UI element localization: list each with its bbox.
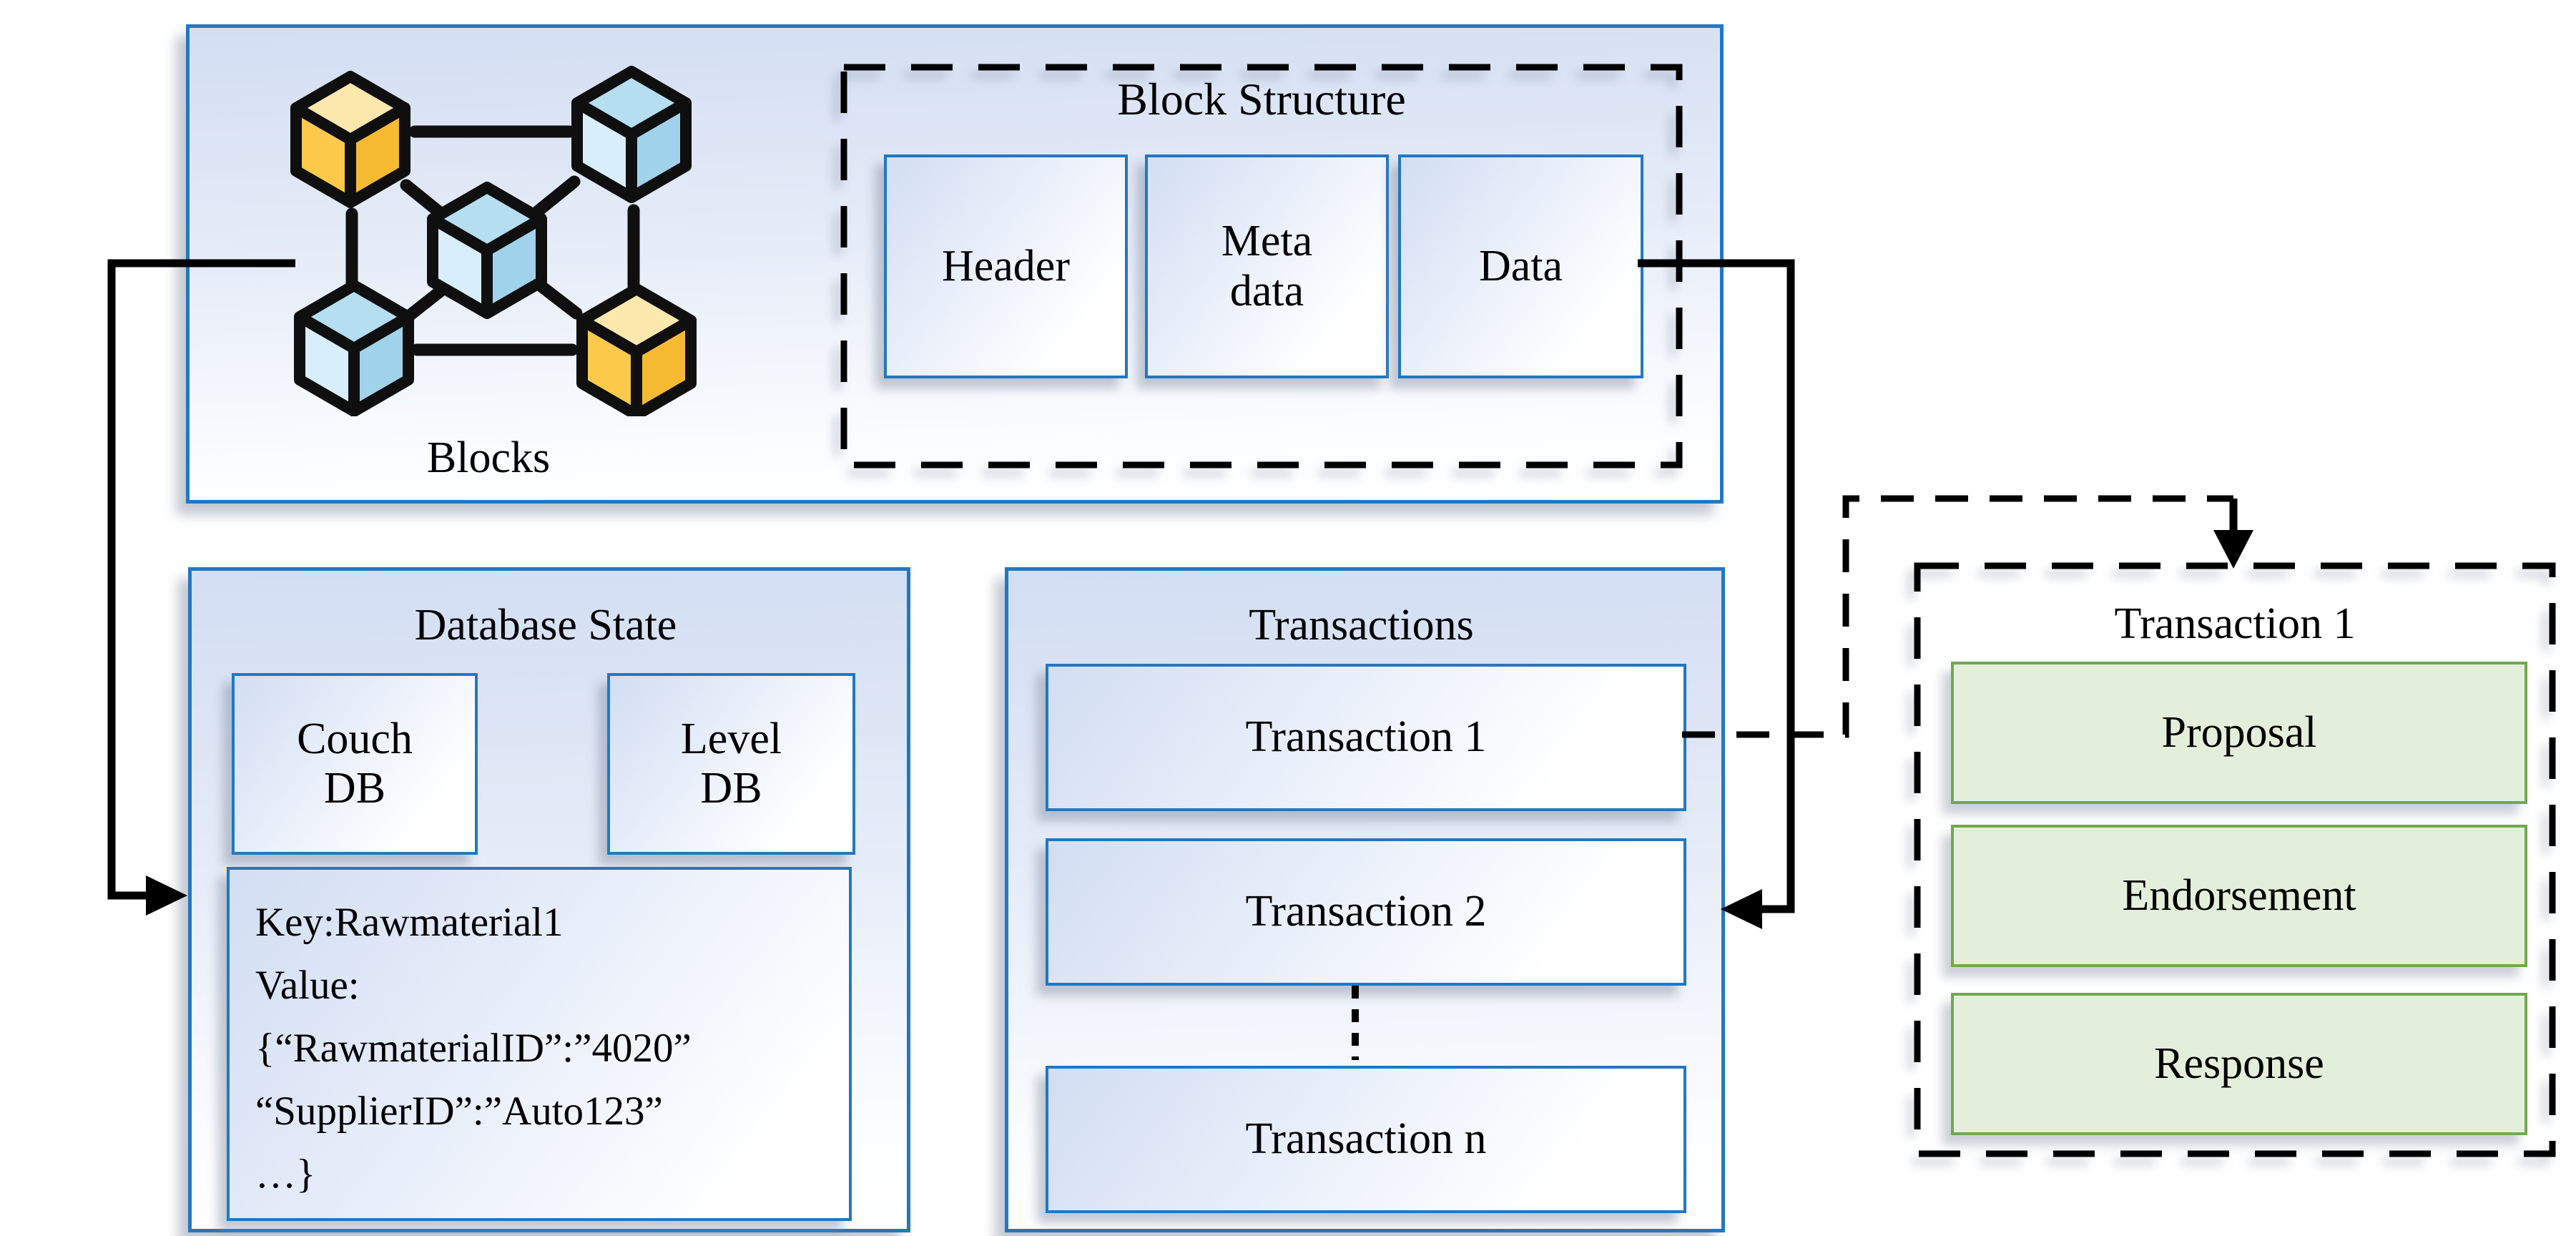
endorsement-box: Endorsement [1951, 825, 2527, 967]
database-state-title: Database State [414, 601, 677, 649]
header-label: Header [942, 241, 1070, 290]
transaction-detail-title: Transaction 1 [2114, 599, 2356, 648]
endorsement-label: Endorsement [2122, 870, 2356, 920]
state-record-box: Key:Rawmaterial1 Value: {“RawmaterialID”… [227, 867, 852, 1221]
transaction-1-box: Transaction 1 [1046, 664, 1686, 811]
blocks-network-icon [290, 66, 697, 416]
metadata-box: Meta data [1145, 154, 1389, 378]
couchdb-box: Couch DB [232, 673, 478, 855]
response-box: Response [1951, 993, 2527, 1135]
transaction-2-label: Transaction 2 [1245, 887, 1487, 936]
couchdb-label: Couch DB [297, 714, 413, 813]
arrowhead-into-transaction2 [1721, 889, 1762, 929]
proposal-label: Proposal [2161, 707, 2317, 757]
metadata-label: Meta data [1221, 217, 1313, 315]
transactions-title: Transactions [1249, 601, 1474, 649]
transaction-2-box: Transaction 2 [1046, 838, 1686, 986]
cube-blue-bottom-left [294, 280, 414, 416]
data-box: Data [1398, 154, 1643, 378]
data-label: Data [1478, 241, 1563, 290]
link-diag-br [533, 278, 583, 320]
cube-blue-top-right [571, 66, 692, 203]
cube-blue-center [427, 182, 547, 319]
transaction-1-label: Transaction 1 [1245, 712, 1487, 762]
response-label: Response [2154, 1039, 2324, 1088]
record-line-key: Key:Rawmaterial1 [255, 900, 564, 945]
arrowhead-into-database [146, 876, 187, 916]
transaction-n-label: Transaction n [1245, 1114, 1487, 1164]
record-line-json3: …} [255, 1152, 316, 1197]
header-box: Header [884, 154, 1128, 378]
proposal-box: Proposal [1951, 662, 2527, 804]
link-diag-tr [530, 175, 581, 219]
record-line-value: Value: [255, 963, 360, 1008]
transaction-n-box: Transaction n [1046, 1066, 1686, 1213]
leveldb-box: Level DB [607, 673, 855, 855]
cube-yellow-bottom-right [576, 283, 697, 416]
blocks-label: Blocks [426, 433, 551, 482]
block-structure-title: Block Structure [1117, 74, 1406, 124]
leveldb-label: Level DB [680, 714, 782, 813]
arrowhead-into-detail-panel [2213, 530, 2253, 569]
cube-yellow-top-left [290, 71, 411, 208]
record-line-json1: {“RawmaterialID”:”4020” [255, 1026, 692, 1071]
record-line-json2: “SupplierID”:”Auto123” [255, 1089, 663, 1134]
